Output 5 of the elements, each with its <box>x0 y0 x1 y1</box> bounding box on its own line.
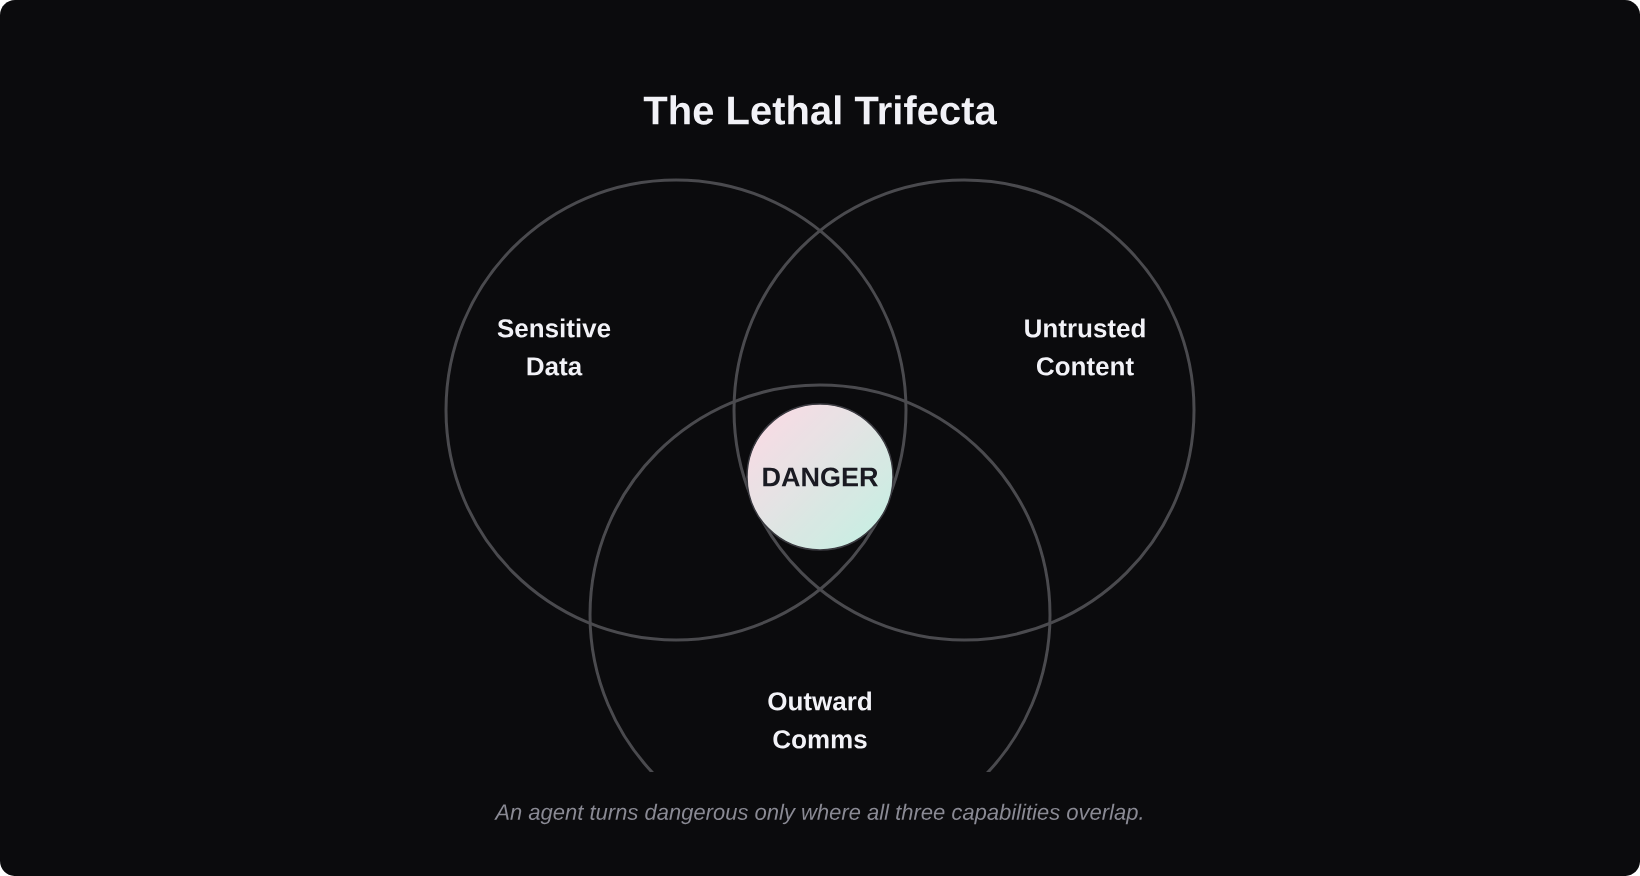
title: The Lethal Trifecta <box>643 95 997 125</box>
circle-label: Sensitive Data <box>497 318 611 376</box>
caption: An agent turns dangerous only where all three capabilities overlap. <box>494 803 1142 825</box>
circle-label: Untrusted Content <box>1025 318 1145 376</box>
circle-label: Outward Comms <box>768 691 871 749</box>
